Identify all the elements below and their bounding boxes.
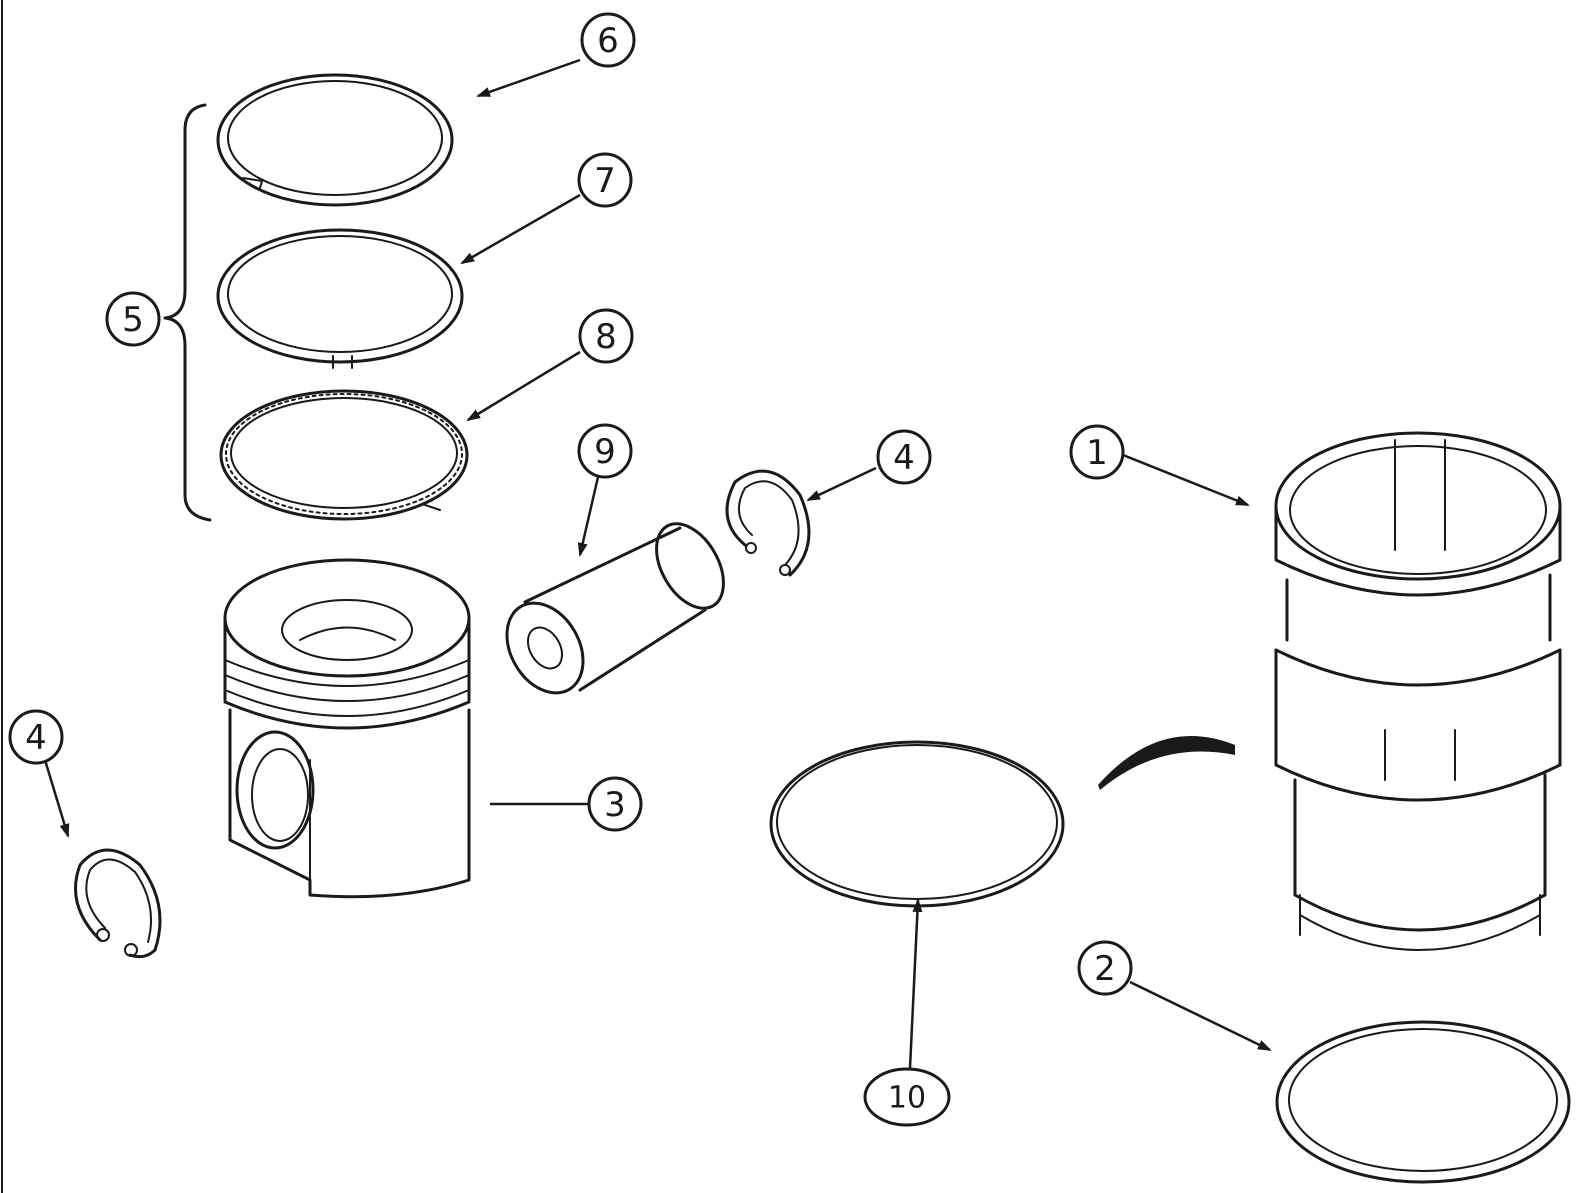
callout-5-label: 5 bbox=[122, 300, 144, 340]
callout-6: 6 bbox=[580, 12, 636, 68]
callout-4-left-label: 4 bbox=[25, 718, 47, 758]
ring-set-brace bbox=[163, 103, 212, 522]
leader-4-right bbox=[806, 466, 877, 502]
callout-4-left: 4 bbox=[8, 709, 64, 765]
cylinder-liner bbox=[1274, 431, 1562, 951]
piston bbox=[223, 558, 471, 899]
callout-9: 9 bbox=[577, 423, 633, 479]
leader-4-left bbox=[43, 759, 70, 838]
callout-2-label: 2 bbox=[1094, 949, 1116, 989]
piston-pin bbox=[505, 522, 725, 695]
callout-4-right: 4 bbox=[876, 429, 932, 485]
callout-10-label: 10 bbox=[888, 1081, 926, 1116]
callout-4-right-label: 4 bbox=[893, 438, 915, 478]
snap-ring-left bbox=[74, 848, 162, 959]
leader-7 bbox=[460, 193, 581, 265]
o-ring-large bbox=[769, 740, 1065, 908]
leader-2 bbox=[1129, 980, 1272, 1052]
callout-3: 3 bbox=[587, 776, 643, 832]
callout-7-label: 7 bbox=[594, 161, 616, 201]
callout-3-label: 3 bbox=[604, 785, 626, 825]
callout-8: 8 bbox=[578, 308, 634, 364]
snap-ring-right bbox=[725, 469, 811, 577]
callout-6-label: 6 bbox=[597, 21, 619, 61]
callout-1-label: 1 bbox=[1086, 433, 1108, 473]
callout-1: 1 bbox=[1069, 424, 1125, 480]
leader-8 bbox=[466, 350, 581, 422]
leader-9 bbox=[577, 476, 600, 557]
callout-10: 10 bbox=[863, 1067, 951, 1127]
callout-7: 7 bbox=[577, 152, 633, 208]
callout-8-label: 8 bbox=[595, 317, 617, 357]
rotation-arrow-icon bbox=[1098, 736, 1235, 790]
leader-1 bbox=[1122, 453, 1250, 507]
o-ring-bottom bbox=[1275, 1020, 1571, 1184]
leader-10 bbox=[908, 898, 923, 1069]
callout-2: 2 bbox=[1077, 940, 1133, 996]
leader-6 bbox=[476, 58, 581, 98]
piston-ring-oil bbox=[219, 389, 469, 521]
piston-ring-top bbox=[216, 73, 454, 207]
callout-5: 5 bbox=[105, 291, 161, 347]
callout-9-label: 9 bbox=[594, 432, 616, 472]
piston-ring-middle bbox=[216, 228, 464, 369]
